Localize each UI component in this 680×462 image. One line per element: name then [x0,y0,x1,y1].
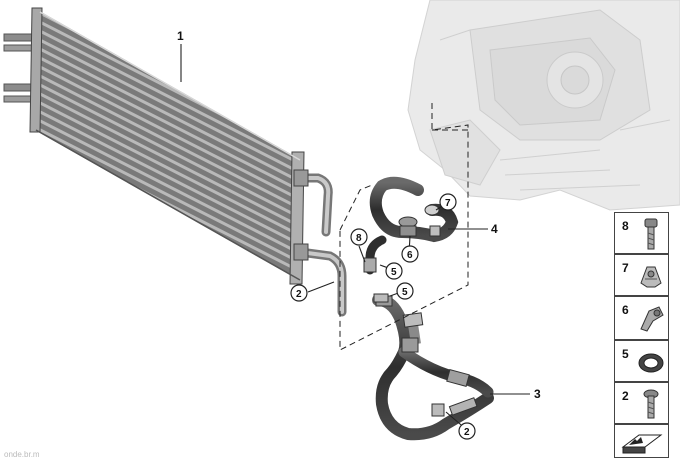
legend-item-8[interactable]: 8 [614,212,669,254]
callout-6: 6 [401,245,419,263]
o-ring-icon [638,353,664,373]
assembly-dash-lines [339,103,469,351]
hose-clamp-icon [640,306,664,332]
svg-text:6: 6 [407,250,413,261]
bolt-icon [644,218,658,250]
svg-text:8: 8 [356,233,362,244]
callout-2-lower: 2 [458,422,476,440]
parts-legend: 8 7 6 5 2 [614,212,670,458]
legend-item-6[interactable]: 6 [614,296,669,340]
svg-text:7: 7 [445,198,451,209]
callout-2-upper: 2 [290,284,308,302]
svg-text:5: 5 [391,267,397,278]
watermark: onde.br.m [4,450,40,459]
legend-item-5[interactable]: 5 [614,340,669,382]
legend-item-2[interactable]: 2 [614,382,669,424]
svg-text:5: 5 [402,287,408,298]
svg-text:2: 2 [296,289,302,300]
leader-lines [180,44,530,431]
mount-pin-lower-a [3,83,35,92]
retainer-clip-icon [640,266,662,288]
hose-assembly-lower [372,294,494,441]
legend-number-8: 8 [622,219,629,233]
mount-pin-upper-b [3,44,35,52]
navigation-arrow-icon [621,434,663,454]
legend-number-7: 7 [622,261,629,275]
mount-pin-lower-b [3,95,35,103]
callout-5-upper: 5 [385,262,403,280]
legend-item-navigate[interactable] [614,424,669,458]
mount-pin-upper-a [3,33,35,42]
transmission-housing [407,0,680,211]
callout-1: 1 [177,29,184,43]
legend-number-5: 5 [622,347,629,361]
oil-cooler-radiator [3,7,347,317]
svg-text:2: 2 [464,427,470,438]
callout-4: 4 [491,222,498,236]
callout-7: 7 [439,193,457,211]
callout-5-lower: 5 [396,282,414,300]
legend-number-6: 6 [622,303,629,317]
callout-3: 3 [534,387,541,401]
callout-8: 8 [350,228,368,246]
hose-clamps [363,257,389,303]
legend-item-7[interactable]: 7 [614,254,669,296]
screw-icon [643,389,659,419]
legend-number-2: 2 [622,389,629,403]
